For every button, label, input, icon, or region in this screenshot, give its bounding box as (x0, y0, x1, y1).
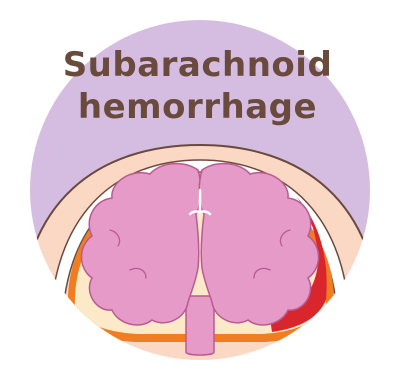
title-line-1: Subarachnoid (0, 45, 395, 85)
title-line-2: hemorrhage (0, 87, 395, 127)
brain-stem (186, 296, 214, 355)
